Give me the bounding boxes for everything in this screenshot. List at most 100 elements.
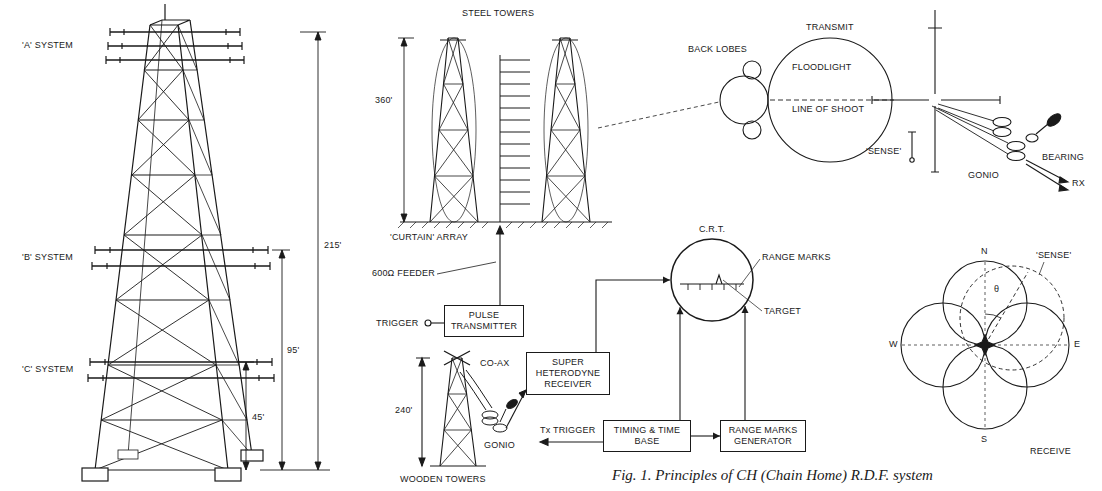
compass-point: N bbox=[981, 246, 988, 257]
curtain-array bbox=[500, 55, 530, 222]
node-label: C.R.T. bbox=[640, 224, 784, 235]
compass-point: S bbox=[981, 434, 987, 445]
crt-tube: C.R.T. bbox=[670, 238, 754, 322]
feed-arrows bbox=[425, 320, 431, 326]
wooden-tower bbox=[416, 351, 486, 466]
signal-connector bbox=[679, 307, 680, 420]
tower-label: STEEL TOWERS bbox=[462, 8, 534, 19]
gonio-coils bbox=[460, 370, 526, 432]
signal-name: Tx TRIGGER bbox=[540, 425, 595, 436]
height-dimension: 360' bbox=[374, 95, 394, 106]
callout-label: TARGET bbox=[764, 306, 801, 317]
receive-pattern bbox=[943, 261, 1027, 345]
steel-towers bbox=[398, 222, 608, 228]
gonio-coils bbox=[466, 370, 492, 408]
feed-arrows bbox=[598, 102, 719, 128]
receive-pattern bbox=[985, 272, 1028, 345]
wooden-tower bbox=[444, 351, 470, 365]
process-box: PULSE TRANSMITTER bbox=[444, 305, 524, 337]
trigger-arrow bbox=[540, 439, 548, 446]
gonio-schematic bbox=[908, 132, 916, 158]
steel-towers bbox=[430, 38, 478, 222]
receive-pattern bbox=[943, 345, 1027, 429]
wooden-tower bbox=[416, 358, 430, 466]
steel-towers bbox=[542, 38, 590, 222]
signal-connector bbox=[677, 307, 684, 420]
node-label: RANGE MARKS GENERATOR bbox=[725, 425, 801, 447]
node-label: PULSE TRANSMITTER bbox=[449, 310, 519, 332]
node-label: SUPER HETERODYNE RECEIVER bbox=[531, 357, 605, 390]
feed-arrows bbox=[499, 232, 500, 305]
lattice-tower bbox=[178, 25, 252, 455]
system-label: 'C' SYSTEM bbox=[22, 364, 73, 375]
height-dimension-line bbox=[398, 38, 414, 222]
gonio-schematic bbox=[1059, 177, 1068, 191]
gonio-label: GONIO bbox=[484, 440, 515, 451]
height-dimensions bbox=[238, 32, 330, 470]
feed-arrows bbox=[431, 322, 444, 323]
crt-trace bbox=[716, 275, 722, 284]
lobe-label: BACK LOBES bbox=[688, 44, 747, 55]
height-dimension: 95' bbox=[286, 345, 300, 356]
transmit-pattern bbox=[743, 61, 761, 79]
node-label: TIMING & TIME BASE bbox=[608, 425, 686, 447]
receive-pattern bbox=[985, 314, 1001, 318]
steel-towers bbox=[398, 38, 612, 228]
receive-pattern bbox=[1039, 262, 1044, 275]
lattice-tower bbox=[95, 25, 228, 470]
height-dimension: 45' bbox=[251, 412, 265, 423]
gonio-schematic bbox=[932, 104, 1008, 154]
signal-connector bbox=[596, 280, 670, 352]
height-dimension-line bbox=[401, 38, 407, 222]
signal-connector bbox=[742, 306, 749, 420]
signal-connector bbox=[596, 277, 670, 353]
lobe-label: FLOODLIGHT bbox=[792, 62, 852, 73]
aerial-arrays bbox=[106, 32, 244, 60]
process-box: RANGE MARKS GENERATOR bbox=[720, 420, 806, 452]
gonio-schematic bbox=[1045, 111, 1063, 128]
gonio-schematic bbox=[872, 10, 1068, 191]
aerial-arrays bbox=[92, 250, 270, 266]
wooden-tower bbox=[419, 358, 425, 466]
height-dimension: 240' bbox=[394, 405, 414, 416]
trigger-arrow bbox=[546, 441, 603, 442]
cable-label: CO-AX bbox=[480, 358, 510, 369]
signal-connector bbox=[744, 306, 745, 420]
lattice-tower bbox=[82, 4, 263, 481]
gonio-schematic bbox=[1007, 152, 1025, 161]
crt-outline bbox=[671, 239, 753, 321]
system-label: 'B' SYSTEM bbox=[22, 252, 73, 263]
transmit-pattern bbox=[720, 76, 768, 124]
gonio-coils bbox=[500, 409, 506, 422]
signal-name: RX bbox=[1072, 178, 1085, 189]
curtain-array bbox=[500, 55, 530, 222]
gonio-coils bbox=[519, 390, 526, 398]
crt-trace bbox=[680, 259, 762, 311]
gonio-schematic bbox=[1036, 124, 1048, 134]
feeder-label: 600Ω FEEDER bbox=[372, 268, 435, 279]
lattice-tower bbox=[95, 20, 252, 470]
gonio-schematic bbox=[910, 158, 914, 162]
steel-towers bbox=[544, 38, 588, 222]
lattice-tower bbox=[150, 4, 190, 25]
steel-towers bbox=[542, 38, 590, 222]
receive-pattern bbox=[975, 335, 995, 355]
lattice-tower bbox=[215, 468, 241, 481]
receive-pattern bbox=[960, 266, 1064, 370]
steel-towers bbox=[430, 38, 478, 222]
transmit-pattern bbox=[720, 38, 894, 162]
aerial-label: 'SENSE' bbox=[866, 146, 901, 157]
gonio-schematic bbox=[1007, 142, 1025, 151]
gonio-coils bbox=[506, 390, 526, 428]
tower-label: WOODEN TOWERS bbox=[400, 474, 486, 485]
system-label: 'A' SYSTEM bbox=[22, 40, 73, 51]
aerial-arrays bbox=[106, 28, 244, 64]
receive-pattern bbox=[901, 303, 985, 387]
control-label: BEARING bbox=[1042, 152, 1084, 163]
height-dimensions bbox=[243, 32, 321, 470]
signal-connector bbox=[691, 433, 720, 440]
gonio-coils bbox=[482, 417, 498, 425]
